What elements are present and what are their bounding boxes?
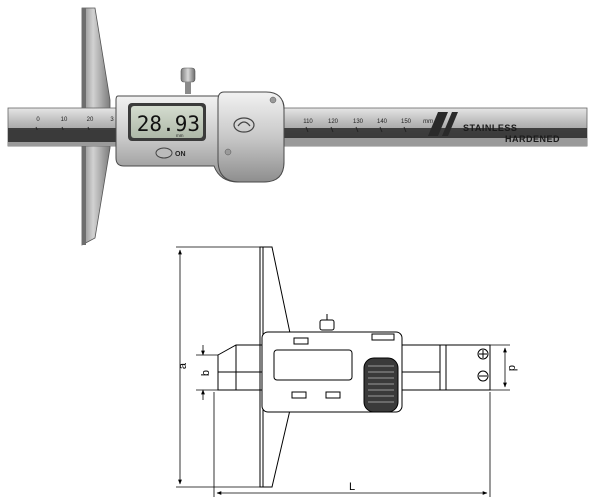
scale-label-140: 140	[377, 119, 388, 125]
drawing-beam-left	[217, 344, 263, 391]
on-button-label: ON	[175, 151, 186, 158]
on-button[interactable]: ON	[155, 147, 186, 159]
dimension-L	[213, 392, 491, 497]
scale-label-120: 120	[328, 119, 339, 125]
scale-label-110: 110	[303, 119, 313, 125]
scale-label-0: 0	[36, 117, 40, 123]
dim-label-p: p	[506, 365, 518, 371]
drawing-grip	[363, 357, 399, 413]
lcd-display: 28.93 mm	[128, 103, 206, 141]
dimension-p	[490, 344, 510, 391]
scale-label-130: 130	[353, 119, 364, 125]
caliper-photo: 0 10 20 3 110 120 130 140 150 mm STAINLE…	[7, 7, 588, 246]
display-reading: 28.93	[137, 112, 200, 136]
beam-lower-edge	[8, 130, 118, 142]
dim-label-a: a	[177, 362, 189, 369]
fine-adjust-screw	[180, 67, 196, 94]
dimension-b	[196, 345, 218, 400]
scale-label-10: 10	[61, 117, 68, 123]
scale-label-30-partial: 3	[110, 117, 114, 123]
display-unit: mm	[176, 133, 184, 138]
brand-stainless: STAINLESS	[463, 123, 517, 133]
drawing-beam-right	[401, 344, 491, 391]
technical-drawing	[176, 246, 510, 497]
brand-hardened: HARDENED	[505, 134, 560, 144]
dim-label-L: L	[349, 481, 355, 493]
dim-label-b: b	[200, 370, 212, 376]
scale-unit: mm	[423, 119, 433, 125]
scale-label-150: 150	[401, 119, 412, 125]
logo-icon	[233, 117, 255, 133]
scale-label-20: 20	[87, 117, 94, 123]
dimension-a	[176, 246, 260, 488]
